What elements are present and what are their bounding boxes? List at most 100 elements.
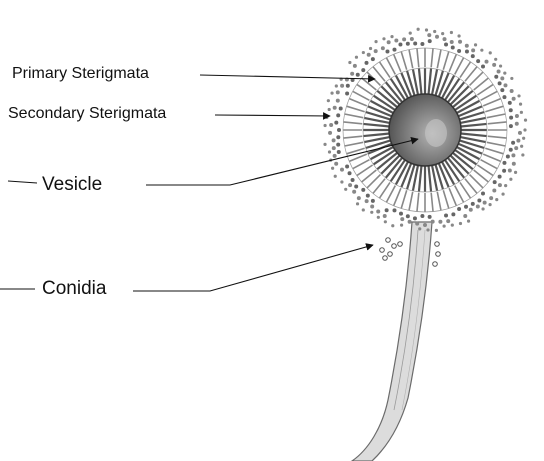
stalk [352, 222, 432, 461]
conidium [446, 219, 450, 223]
conidium [471, 48, 475, 52]
conidium [348, 183, 352, 187]
conidium [334, 121, 338, 125]
conidium [492, 188, 496, 192]
conidium [350, 72, 354, 76]
conidium [499, 64, 502, 67]
conidium [415, 222, 419, 226]
conidium [463, 214, 467, 218]
conidium [329, 123, 333, 127]
conidium [480, 49, 483, 52]
secondary-sterigma [343, 136, 362, 138]
secondary-sterigma [409, 192, 413, 211]
conidium [385, 208, 389, 212]
conidium [406, 42, 410, 46]
conidium [508, 169, 512, 173]
label-conidia: Conidia [42, 279, 106, 298]
conidium [441, 32, 444, 35]
conidium [489, 196, 493, 200]
conidium [458, 40, 462, 44]
conidium [521, 153, 524, 156]
conidium [336, 90, 340, 94]
conidium [365, 61, 369, 65]
primary-sterigma [419, 166, 422, 192]
conidium [481, 207, 484, 210]
conidium [345, 92, 349, 96]
conidium [492, 63, 496, 67]
primary-sterigma [429, 68, 432, 94]
conidium [383, 214, 387, 218]
secondary-sterigma [483, 99, 501, 106]
conidium [425, 28, 428, 31]
conidium [498, 175, 502, 179]
primary-sterigma [429, 166, 432, 192]
conidium [443, 225, 446, 228]
secondary-sterigma [431, 48, 433, 67]
conidium [522, 137, 525, 140]
conidium [346, 84, 350, 88]
conidium [333, 154, 337, 158]
conidium [519, 103, 522, 106]
conidium [408, 220, 412, 224]
conidium [340, 168, 344, 172]
conidium [494, 75, 498, 79]
conidium [371, 57, 375, 61]
conidium [391, 224, 394, 227]
conidium [324, 124, 327, 127]
conidium [520, 145, 523, 148]
conidium [344, 188, 347, 191]
conidium [510, 89, 514, 93]
conidium [413, 42, 417, 46]
conidium [444, 213, 448, 217]
secondary-sterigma [349, 99, 367, 106]
conidium [399, 212, 403, 216]
conidium [339, 107, 343, 111]
conidium [400, 224, 403, 227]
loose-conidium [435, 242, 440, 247]
secondary-sterigma [401, 190, 407, 208]
conidium [514, 171, 517, 174]
conidium [336, 143, 340, 147]
conidium [410, 37, 414, 41]
conidium [371, 199, 375, 203]
conidium [374, 40, 377, 43]
conidium [471, 54, 475, 58]
conidium [362, 208, 365, 211]
conidium [355, 56, 358, 59]
conidium [515, 122, 519, 126]
conidium [366, 194, 370, 198]
secondary-sterigma [386, 58, 395, 75]
secondary-sterigma [487, 114, 506, 118]
conidium [374, 49, 378, 53]
conidium [476, 59, 480, 63]
conidium [459, 222, 462, 225]
primary-sterigma [461, 134, 487, 137]
conidium [336, 113, 340, 117]
conidium [336, 135, 340, 139]
conidium [332, 146, 336, 150]
secondary-sterigma [437, 192, 441, 211]
conidium [457, 34, 460, 37]
conidium [503, 83, 507, 87]
conidium [420, 214, 424, 218]
conidium [435, 35, 439, 39]
secondary-sterigma [386, 186, 395, 203]
conidium [392, 208, 396, 212]
conidium [334, 175, 337, 178]
secondary-sterigma [481, 160, 498, 169]
conidium [387, 40, 391, 44]
conidium [394, 38, 398, 42]
conidium [495, 198, 498, 201]
conidium [502, 95, 506, 99]
conidium [523, 128, 526, 131]
secondary-sterigma [449, 188, 456, 206]
conidium [357, 196, 361, 200]
loose-conidium [383, 256, 388, 261]
conidium [485, 60, 489, 64]
conidium [385, 50, 389, 54]
conidium [450, 31, 453, 34]
conidium [515, 114, 519, 118]
conidium [483, 201, 487, 205]
conidium [367, 53, 371, 57]
secondary-sterigma [483, 154, 501, 161]
